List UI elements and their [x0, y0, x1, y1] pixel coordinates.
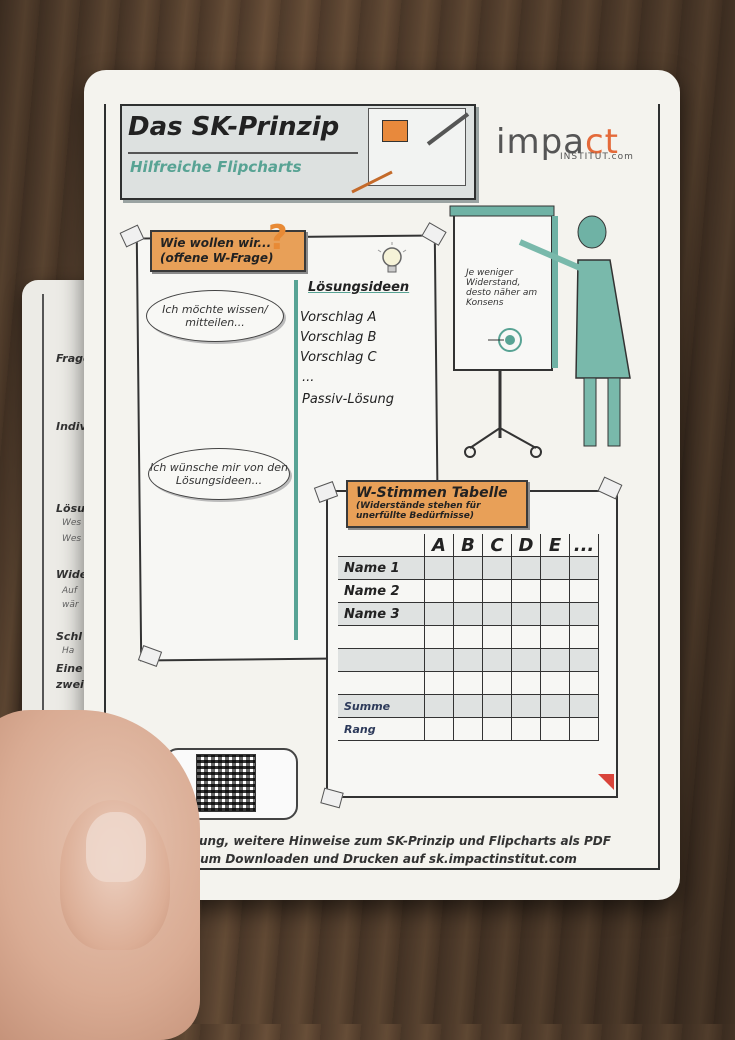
row-label: Name 3 [338, 602, 425, 626]
solutions-heading: Lösungsideen [308, 280, 410, 295]
footer-text: Anleitung, weitere Hinweise zum SK-Prinz… [150, 832, 620, 868]
column-header: C [482, 534, 512, 557]
speech-bubble: Ich möchte wissen/ mitteilen... [146, 290, 284, 342]
row-label: Name 1 [338, 556, 425, 580]
solution-item: Vorschlag C [300, 350, 377, 365]
corner-fold [598, 774, 614, 790]
question-tag: Wie wollen wir... (offene W-Frage) [150, 230, 306, 272]
row-label [338, 671, 425, 695]
back-card-line: Eine [56, 662, 83, 675]
column-header: ... [569, 534, 599, 557]
back-card-line: Schl [56, 630, 83, 643]
back-card-line: Wider [56, 568, 93, 581]
table-row [338, 625, 599, 649]
rank-label: Rang [338, 717, 425, 741]
speech-bubble: Ich wünsche mir von den Lösungsideen... [148, 448, 290, 500]
lightbulb-icon [377, 242, 407, 273]
table-row: Rang [338, 717, 599, 741]
card-title: Das SK-Prinzip [128, 112, 340, 142]
back-card-line: Ha [62, 646, 75, 656]
back-card-line: Wes [62, 534, 82, 544]
column-header: E [540, 534, 570, 557]
solution-item: Vorschlag A [300, 310, 377, 325]
back-card-line: Auf [62, 586, 78, 596]
card-subtitle: Hilfreiche Flipcharts [130, 158, 302, 176]
presenter-illustration [449, 205, 631, 458]
row-label [338, 648, 425, 672]
footer-line1: Anleitung, weitere Hinweise zum SK-Prinz… [159, 834, 611, 848]
logo: impact [496, 122, 619, 162]
back-card-line: Indivi [56, 420, 91, 433]
card-frame [104, 104, 660, 870]
logo-subtitle: INSTITUT.com [560, 152, 634, 162]
solution-item: Vorschlag B [300, 330, 377, 345]
table-row: Name 3 [338, 602, 599, 626]
row-label: Name 2 [338, 579, 425, 603]
back-card-line: wär [62, 600, 79, 610]
table-row: Name 2 [338, 579, 599, 603]
question-tag-line2: (offene W-Frage) [160, 251, 274, 265]
solution-item: ... [302, 370, 315, 385]
logo-main: impa [496, 122, 585, 162]
row-label [338, 625, 425, 649]
orange-square-icon [382, 120, 408, 142]
back-card-line: Frage [56, 352, 91, 365]
table-subtitle: (Widerstände stehen für unerfüllte Bedür… [356, 501, 481, 521]
sum-label: Summe [338, 694, 425, 718]
back-card-line: Wes [62, 518, 82, 528]
footer-line2: zum Downloaden und Drucken auf sk.impact… [193, 852, 577, 866]
pencil-icon [351, 112, 470, 194]
column-header: B [453, 534, 483, 557]
table-title: W-Stimmen Tabelle [356, 485, 508, 501]
table-row [338, 648, 599, 672]
flipchart-text: Je weniger Widerstand, desto näher am Ko… [466, 268, 538, 308]
question-mark-icon: ? [268, 218, 288, 258]
back-card-line: Lösun [56, 502, 93, 515]
sheet-divider [294, 280, 298, 640]
table-row: Name 1 [338, 556, 599, 580]
qr-code [196, 754, 256, 812]
column-header: A [424, 534, 454, 557]
back-card-line: zwei [56, 678, 84, 691]
table-corner [338, 534, 425, 557]
table-title-tag: W-Stimmen Tabelle (Widerstände stehen fü… [346, 480, 528, 528]
back-card-frame [42, 294, 214, 794]
title-divider [128, 152, 358, 154]
logo-accent: ct [584, 122, 620, 162]
table-row: Summe [338, 694, 599, 718]
column-header: D [511, 534, 541, 557]
question-tag-line1: Wie wollen wir... [160, 236, 272, 250]
table-row [338, 671, 599, 695]
solution-item: Passiv-Lösung [302, 392, 395, 407]
vote-table: A B C D E ... Name 1 Name 2 Name 3 Summe… [338, 534, 599, 741]
thumbnail-nail [86, 812, 146, 882]
